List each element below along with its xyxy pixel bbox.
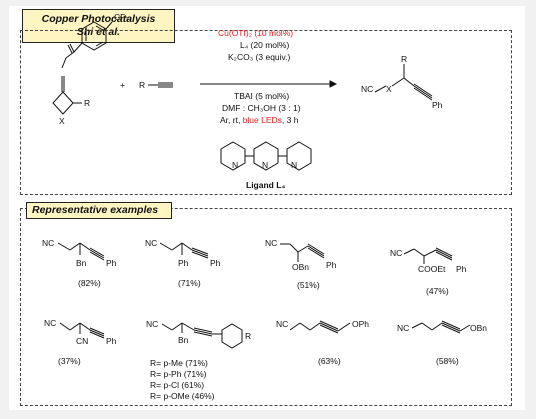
alkyne-r: R bbox=[139, 80, 145, 90]
condition-ligand: L₄ (20 mol%) bbox=[240, 40, 289, 50]
substrate-x: X bbox=[59, 116, 65, 126]
example-4-yield: (47%) bbox=[426, 286, 449, 296]
example-4-nc: NC bbox=[390, 248, 402, 258]
example-7-skeleton bbox=[289, 320, 351, 334]
example-8-yield: (58%) bbox=[436, 356, 459, 366]
example-3-substituent: OBn bbox=[292, 262, 309, 272]
example-8-obn: OBn bbox=[470, 323, 487, 333]
example-1-nc: NC bbox=[42, 238, 54, 248]
example-8-skeleton bbox=[411, 320, 471, 334]
example-7-yield: (63%) bbox=[318, 356, 341, 366]
example-6-variant-4: R= p-OMe (46%) bbox=[150, 391, 215, 401]
condition-base: K₂CO₃ (3 equiv.) bbox=[228, 52, 291, 62]
product-x: X bbox=[386, 84, 392, 94]
example-6-variant-3: R= p-Cl (61%) bbox=[150, 380, 204, 390]
ligand-pyridine-left bbox=[220, 141, 246, 171]
example-8-nc: NC bbox=[397, 323, 409, 333]
ligand-n-right: N bbox=[291, 160, 297, 170]
condition-atmosphere: Ar, rt, blue LEDs, 3 h bbox=[220, 115, 299, 125]
example-5-ph: Ph bbox=[106, 336, 117, 346]
example-6-substituent: Bn bbox=[178, 335, 189, 345]
condition-solvent: DMF : CH₃OH (3 : 1) bbox=[222, 103, 301, 113]
example-4-ph: Ph bbox=[456, 264, 467, 274]
ligand-n-left: N bbox=[232, 160, 238, 170]
ligand-pyridine-right bbox=[286, 141, 312, 171]
ligand-label: Ligand L₄ bbox=[246, 180, 285, 190]
substrate-r: R bbox=[84, 98, 90, 108]
section-label: Representative examples bbox=[26, 202, 172, 219]
example-6-variant-2: R= p-Ph (71%) bbox=[150, 369, 207, 379]
ligand-pyridine-center bbox=[253, 141, 279, 171]
ligand-n-center: N bbox=[262, 160, 268, 170]
example-7-oph: OPh bbox=[352, 319, 369, 329]
example-6-skeleton bbox=[161, 322, 243, 349]
condition-additive: TBAI (5 mol%) bbox=[234, 91, 289, 101]
example-4-substituent: COOEt bbox=[418, 264, 446, 274]
example-1-yield: (82%) bbox=[78, 278, 101, 288]
example-5-skeleton bbox=[59, 322, 105, 339]
example-3-skeleton bbox=[280, 243, 325, 262]
example-2-nc: NC bbox=[145, 238, 157, 248]
example-6-r: R bbox=[245, 331, 251, 341]
example-1-substituent: Bn bbox=[76, 258, 87, 268]
product-ph: Ph bbox=[432, 100, 443, 110]
product-nc: NC bbox=[361, 84, 373, 94]
condition-catalyst: Cu(OTf)₂ (10 mol%) bbox=[218, 28, 293, 38]
title-line-1: Copper Photocatalysis bbox=[41, 13, 156, 25]
example-3-ph: Ph bbox=[326, 260, 337, 270]
example-5-substituent: CN bbox=[76, 336, 88, 346]
scheme-title: Copper Photocatalysis Shi et al. bbox=[22, 9, 175, 43]
plus-sign: + bbox=[120, 80, 125, 90]
example-7-nc: NC bbox=[276, 319, 288, 329]
example-2-substituent: Ph bbox=[178, 258, 189, 268]
example-3-nc: NC bbox=[265, 238, 277, 248]
reaction-scheme-box bbox=[20, 30, 512, 195]
example-1-skeleton bbox=[57, 242, 105, 261]
title-line-2: Shi et al. bbox=[76, 26, 121, 38]
example-2-ph: Ph bbox=[210, 258, 221, 268]
example-5-yield: (37%) bbox=[58, 356, 81, 366]
product-r: R bbox=[401, 54, 407, 64]
example-3-yield: (51%) bbox=[297, 280, 320, 290]
example-1-ph: Ph bbox=[106, 258, 117, 268]
example-6-variant-1: R= p-Me (71%) bbox=[150, 358, 208, 368]
example-6-nc: NC bbox=[146, 319, 158, 329]
example-4-skeleton bbox=[403, 247, 453, 264]
example-5-nc: NC bbox=[44, 318, 56, 328]
example-2-skeleton bbox=[159, 242, 209, 259]
examples-box bbox=[20, 208, 512, 406]
substrate-cf3: CF₃ bbox=[114, 12, 129, 22]
example-2-yield: (71%) bbox=[178, 278, 201, 288]
substrate-ring bbox=[52, 91, 74, 115]
